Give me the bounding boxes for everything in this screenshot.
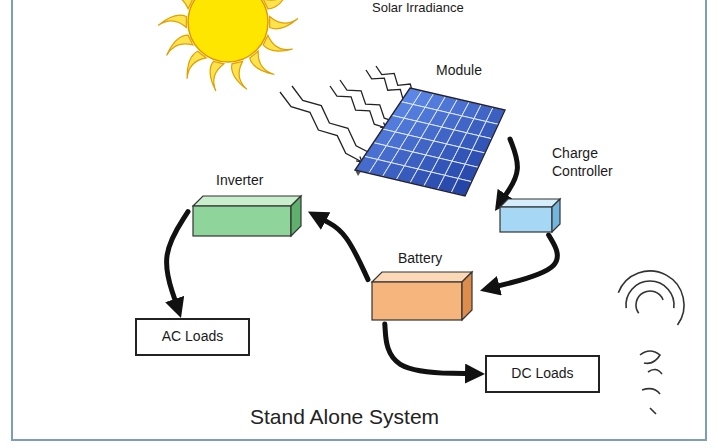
sun-symbol bbox=[158, 0, 298, 91]
box-3d bbox=[193, 196, 301, 236]
sun-ray bbox=[263, 35, 292, 51]
illustration-label: Solar Irradiance bbox=[372, 0, 464, 15]
sun-ray bbox=[232, 61, 247, 89]
flow-arrow bbox=[167, 212, 188, 299]
flow-arrow bbox=[326, 221, 368, 280]
solar-module: Module bbox=[350, 62, 510, 202]
sun-ray bbox=[263, 0, 289, 9]
box-side bbox=[291, 196, 301, 236]
box-side bbox=[552, 199, 560, 232]
watermark-stroke bbox=[636, 291, 663, 313]
box-3d bbox=[500, 199, 560, 232]
irradiance-rays bbox=[280, 66, 424, 162]
inverter-box: Inverter bbox=[188, 172, 308, 244]
watermark-stroke bbox=[618, 271, 684, 325]
charge-controller: Charge Controller bbox=[495, 143, 640, 235]
box-3d bbox=[372, 272, 472, 320]
box-side bbox=[462, 272, 472, 320]
watermark-logo bbox=[618, 271, 684, 414]
sun-ray bbox=[158, 15, 186, 27]
node-heading: Charge Controller bbox=[552, 145, 636, 180]
box-top bbox=[500, 199, 560, 207]
load-box: AC Loads bbox=[135, 318, 250, 356]
battery-box: Battery bbox=[368, 250, 480, 324]
box-front bbox=[193, 206, 291, 236]
diagram-title: Stand Alone System bbox=[250, 405, 439, 429]
sun-disc bbox=[188, 0, 268, 62]
ray-line bbox=[330, 86, 386, 128]
node-heading: Inverter bbox=[216, 172, 263, 190]
sun-ray bbox=[250, 51, 275, 74]
box-front bbox=[372, 282, 462, 320]
box-label: DC Loads bbox=[511, 365, 573, 383]
node-heading: Battery bbox=[398, 250, 442, 268]
box-top bbox=[372, 272, 472, 282]
load-box: DC Loads bbox=[485, 355, 600, 393]
panel-grid bbox=[355, 88, 505, 196]
flow-arrow bbox=[499, 235, 557, 286]
flow-arrow bbox=[385, 324, 465, 374]
flow-arrow bbox=[506, 139, 517, 194]
sun-ray bbox=[270, 17, 298, 29]
sun-ray bbox=[187, 51, 206, 79]
box-front bbox=[500, 207, 552, 232]
ray-line bbox=[280, 92, 362, 162]
box-top bbox=[193, 196, 301, 206]
box-label: AC Loads bbox=[162, 328, 223, 346]
sun-ray bbox=[163, 0, 192, 9]
watermark-stroke bbox=[626, 281, 674, 308]
sun-ray bbox=[167, 35, 193, 55]
ray-line bbox=[340, 80, 396, 122]
watermark-stroke bbox=[640, 351, 662, 414]
sun-ray bbox=[210, 61, 224, 91]
panel-outline bbox=[355, 88, 505, 196]
ray-line bbox=[292, 86, 372, 154]
node-heading: Module bbox=[436, 62, 482, 80]
frame bbox=[12, 0, 706, 440]
panel-symbol bbox=[350, 62, 510, 202]
